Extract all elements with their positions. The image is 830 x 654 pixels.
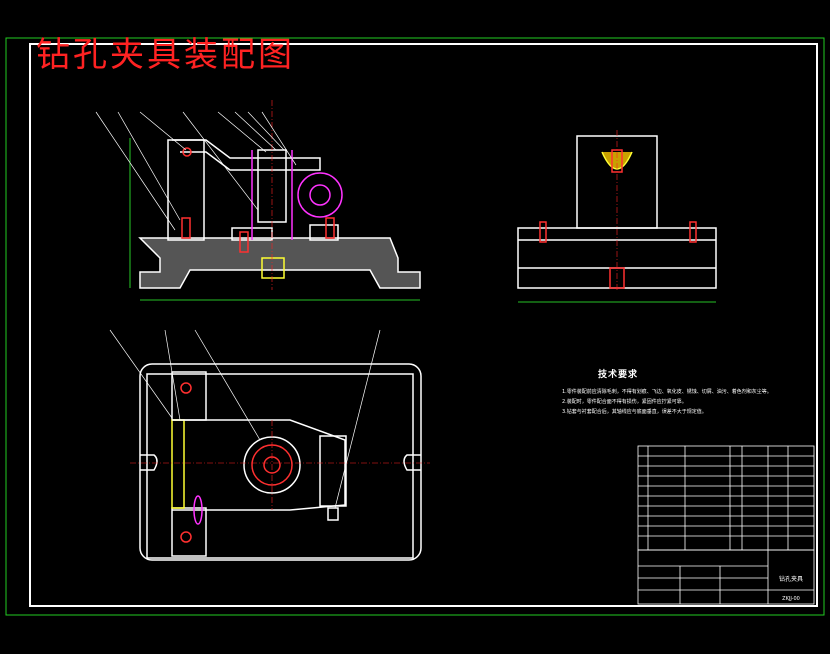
title-block: [637, 549, 815, 605]
top-view: [109, 329, 430, 561]
outer-frame: [5, 37, 825, 616]
drawing-title: 钻孔夹具装配图: [36, 35, 295, 75]
technical-requirement-item: 2.装配时，零件配合面不得有损伤，紧固件应拧紧可靠。: [562, 399, 687, 405]
parts-list: [637, 445, 815, 551]
inner-frame: [29, 43, 818, 607]
front-view: [95, 100, 421, 301]
technical-requirements-heading: 技术要求: [598, 370, 639, 380]
side-view: [517, 130, 717, 303]
part-name: 钻孔夹具: [779, 575, 803, 583]
technical-requirement-item: 3.钻套与衬套配合后，其轴线应与底面垂直，误差不大于规定值。: [562, 409, 707, 415]
drawing-number: ZKJJ-00: [782, 596, 800, 602]
technical-requirement-item: 1.零件装配前应清除毛刺，不得有划痕、飞边、氧化皮、锈蚀、切屑、油污、着色剂和灰…: [562, 389, 772, 395]
